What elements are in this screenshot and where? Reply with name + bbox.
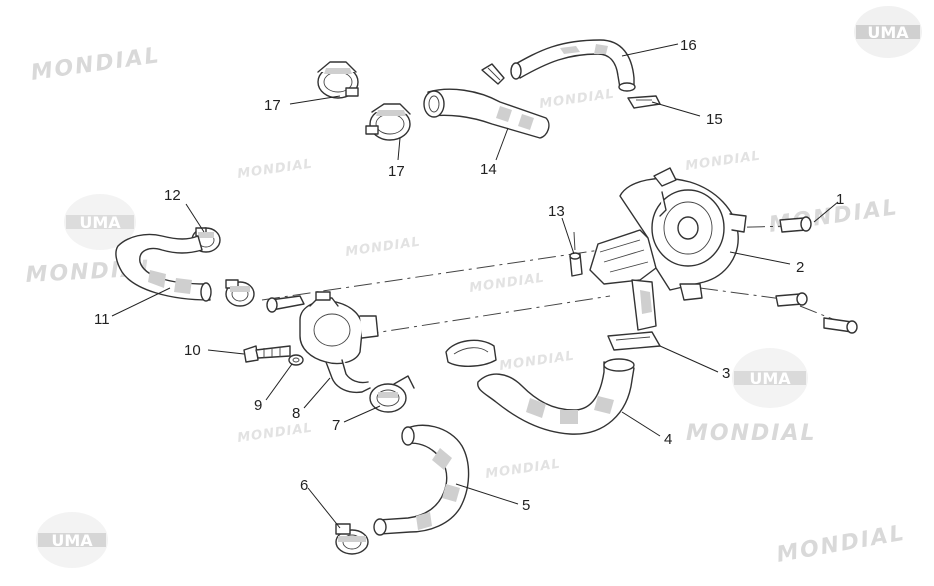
watermark-text: MONDIAL xyxy=(538,87,615,112)
part-1-bolt xyxy=(775,292,808,307)
callout-17: 17 xyxy=(264,97,281,114)
part-2-pump xyxy=(589,167,747,331)
part-11-hose xyxy=(115,233,212,302)
hose-clamp xyxy=(225,279,255,307)
part-15-clip xyxy=(627,95,661,109)
part-5-hose xyxy=(373,424,470,536)
part-7-clamp xyxy=(369,375,415,413)
part-16-hose xyxy=(510,39,636,92)
callout-9: 9 xyxy=(254,397,262,414)
logo-text: UMA xyxy=(51,531,93,550)
hose-clip xyxy=(481,63,505,85)
logo-text: UMA xyxy=(867,23,909,42)
callout-5: 5 xyxy=(522,497,530,514)
part-13-pin xyxy=(569,252,583,277)
part-9-washer xyxy=(288,354,304,366)
part-1-bolt xyxy=(823,317,858,334)
callout-7: 7 xyxy=(332,417,340,434)
callout-8: 8 xyxy=(292,405,300,422)
watermark-text: MONDIAL xyxy=(344,235,421,260)
uma-logo: UMA xyxy=(36,512,108,568)
uma-logo: UMA xyxy=(732,348,808,408)
watermark-text: MONDIAL xyxy=(686,421,817,446)
watermark-text: MONDIAL xyxy=(29,43,162,86)
callout-labels: 1 2 3 4 5 6 7 8 9 10 11 12 13 14 15 16 1… xyxy=(94,37,844,514)
part-8-housing xyxy=(266,291,379,394)
leader-lines xyxy=(111,43,839,529)
part-6-clamp xyxy=(335,523,369,555)
part-17-clamp xyxy=(365,103,411,141)
callout-17: 17 xyxy=(388,163,405,180)
callout-12: 12 xyxy=(164,187,181,204)
callout-3: 3 xyxy=(722,365,730,382)
callout-4: 4 xyxy=(664,431,672,448)
callout-1: 1 xyxy=(836,191,844,208)
watermark-text: MONDIAL xyxy=(775,521,908,568)
uma-logo: UMA xyxy=(854,6,922,58)
part-10-bolt xyxy=(243,345,291,363)
watermark-text: MONDIAL xyxy=(468,271,545,296)
part-17-clamp xyxy=(317,61,359,99)
callout-6: 6 xyxy=(300,477,308,494)
part-3-gasket xyxy=(607,331,661,351)
hose-clamp xyxy=(445,339,497,367)
watermark-text: MONDIAL xyxy=(484,457,561,482)
uma-logo: UMA xyxy=(64,194,136,250)
callout-16: 16 xyxy=(680,37,697,54)
logo-text: UMA xyxy=(79,213,121,232)
callout-2: 2 xyxy=(796,259,804,276)
watermark-text: MONDIAL xyxy=(684,149,761,174)
watermark-text: MONDIAL xyxy=(236,157,313,182)
callout-14: 14 xyxy=(480,161,497,178)
callout-15: 15 xyxy=(706,111,723,128)
logo-text: UMA xyxy=(749,369,791,388)
callout-11: 11 xyxy=(94,311,110,328)
part-4-hose xyxy=(477,358,635,435)
watermark-text: MONDIAL xyxy=(498,349,575,374)
watermark-text: MONDIAL xyxy=(236,421,313,446)
part-14-hose xyxy=(423,88,550,139)
callout-10: 10 xyxy=(184,342,201,359)
part-1-bolt xyxy=(779,216,812,233)
callout-13: 13 xyxy=(548,203,565,220)
